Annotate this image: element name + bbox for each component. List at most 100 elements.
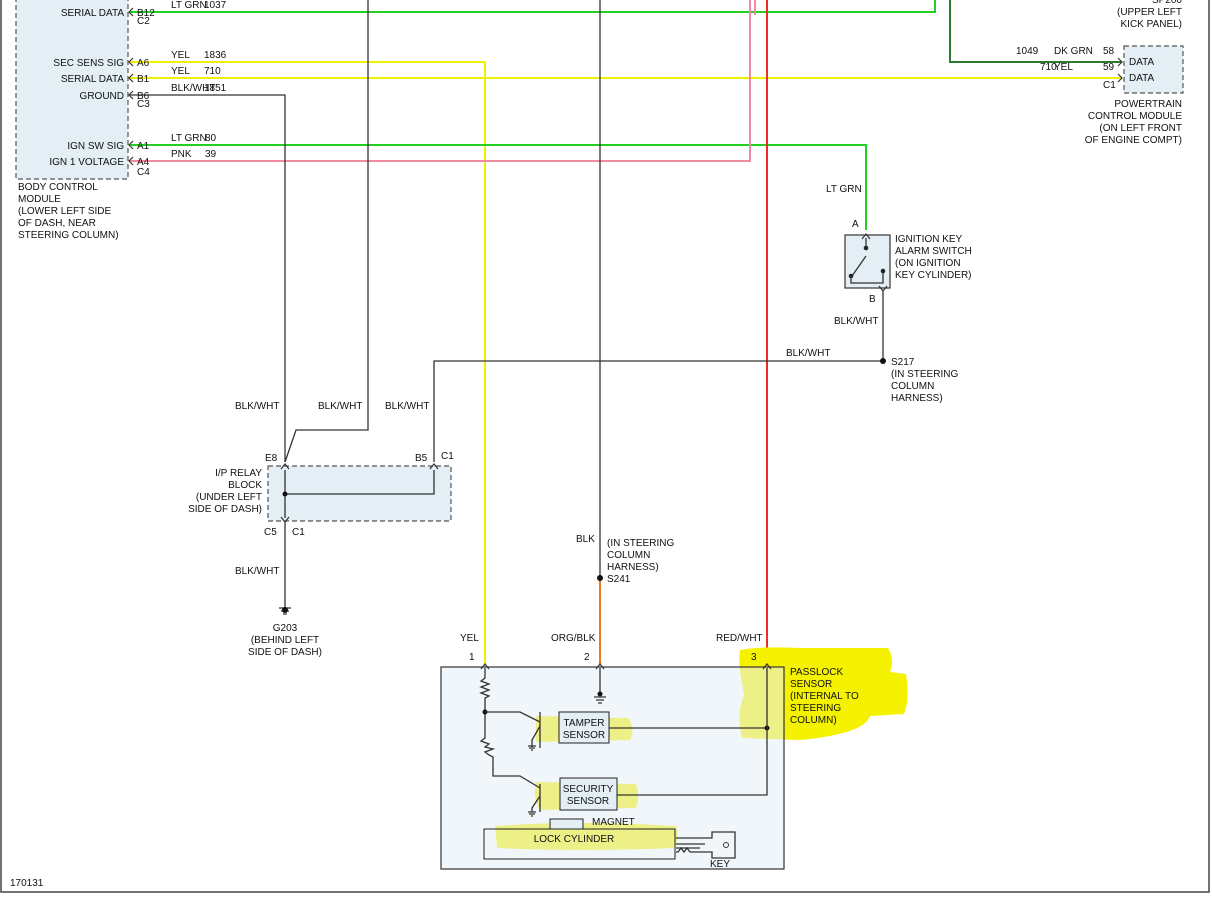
- tamper-label-line-0: TAMPER: [564, 718, 605, 729]
- s241-name: S241: [607, 574, 631, 585]
- relay-conn-c1-top: C1: [441, 451, 454, 462]
- bcm-pin-label-7: IGN 1 VOLTAGE: [49, 157, 124, 168]
- passlock-labels: YEL1ORG/BLK2RED/WHT3PASSLOCKSENSOR(INTER…: [460, 633, 859, 870]
- splice-s241: [597, 575, 603, 581]
- ign-wire-below: BLK/WHT: [834, 316, 878, 327]
- ground-desc-line-0: (BEHIND LEFT: [251, 635, 319, 646]
- pcm-desc-line-2: (ON LEFT FRONT: [1099, 123, 1182, 134]
- s241-desc-line-1: COLUMN: [607, 550, 650, 561]
- passlock-pin-3: 3: [751, 652, 757, 663]
- powertrain-control-module: [1123, 45, 1184, 94]
- bcm-connector-0: [128, 7, 134, 17]
- bcm-desc-line-0: BODY CONTROL: [18, 182, 98, 193]
- bcm-connector-4: [128, 90, 134, 100]
- ground-dot: [282, 607, 288, 613]
- relay-wire-below: BLK/WHT: [235, 566, 279, 577]
- tamper-ground: [528, 745, 536, 751]
- ign-connector-b: [878, 285, 888, 292]
- relay-desc-line-0: I/P RELAY: [215, 468, 262, 479]
- relay-conn-c1-bottom: C1: [292, 527, 305, 538]
- bcm-pin-id-4: B6: [137, 91, 150, 102]
- bcm-pin-id-2: A6: [137, 58, 150, 69]
- bcm-pin-label-6: IGN SW SIG: [67, 141, 124, 152]
- resistor-chain: [479, 668, 541, 789]
- bcm-pin-id-8: C4: [137, 167, 150, 178]
- bcm-circuit-6: 80: [205, 133, 217, 144]
- s217-desc-line-0: (IN STEERING: [891, 369, 958, 380]
- relay-pin-c5: C5: [264, 527, 277, 538]
- security-output-wire: [617, 668, 768, 796]
- s241-desc-line-2: HARNESS): [607, 562, 659, 573]
- bcm-circuit-3: 710: [204, 66, 221, 77]
- passlock-desc-line-0: PASSLOCK: [790, 667, 843, 678]
- pcm-circuit-1: 710: [1040, 62, 1057, 73]
- bcm-pin-id-3: B1: [137, 74, 150, 85]
- bcm-connector-3: [128, 73, 134, 83]
- bcm-pin-label-4: GROUND: [80, 91, 124, 102]
- ign-desc-line-3: KEY CYLINDER): [895, 270, 972, 281]
- figure-id: 170131: [10, 878, 44, 889]
- security-emitter: [531, 795, 541, 812]
- splice-s217: [880, 358, 886, 364]
- passlock-desc-line-3: STEERING: [790, 703, 841, 714]
- bcm-wire-color-4: BLK/WHT: [171, 83, 215, 94]
- pin2-ground-dot: [597, 691, 603, 697]
- passlock-wire-color-2: RED/WHT: [716, 633, 763, 644]
- pcm-connector-1: [1117, 73, 1123, 83]
- passlock-connector-2: [595, 663, 605, 670]
- bcm-pin-label-0: SERIAL DATA: [61, 8, 124, 19]
- pcm-circuit-0: 1049: [1016, 46, 1039, 57]
- body-control-module: [15, 0, 129, 180]
- passlock-wire-color-0: YEL: [460, 633, 479, 644]
- relay-connector-c5: [280, 516, 290, 523]
- switch-contact-dot-upper: [863, 245, 869, 251]
- pcm-wire-color-0: DK GRN: [1054, 46, 1093, 57]
- bcm-connector-2: [128, 57, 134, 67]
- pcm-wire-color-1: YEL: [1054, 62, 1073, 73]
- pcm-pin-label-1: DATA: [1129, 73, 1155, 84]
- pcm-pin-0: 58: [1103, 46, 1115, 57]
- bcm-connector-6: [128, 140, 134, 150]
- magnet-shape: [549, 818, 584, 830]
- pcm-desc-line-1: CONTROL MODULE: [1088, 111, 1182, 122]
- pcm-pin-label-0: DATA: [1129, 57, 1155, 68]
- ign-pin-a: A: [852, 219, 859, 230]
- ign-connector-a: [861, 233, 871, 240]
- pcm-desc-line-0: POWERTRAIN: [1114, 99, 1182, 110]
- relay-desc-line-2: (UNDER LEFT: [196, 492, 262, 503]
- security-label-line-1: SENSOR: [567, 796, 609, 807]
- wire-yel-sec-sens-sig: [130, 61, 486, 664]
- relay-wire-label-0: BLK/WHT: [235, 401, 279, 412]
- relay-desc-line-1: BLOCK: [228, 480, 262, 491]
- ign-wire-color: LT GRN: [826, 184, 862, 195]
- bcm-circuit-4: 1851: [204, 83, 227, 94]
- switch-contact-dot-right: [880, 268, 886, 274]
- bcm-circuit-2: 1836: [204, 50, 227, 61]
- bcm-connector-7: [128, 156, 134, 166]
- tamper-emitter: [531, 725, 541, 747]
- tamper-sensor-box: [558, 711, 610, 744]
- bcm-wire-color-7: PNK: [171, 149, 192, 160]
- security-sensor-box: [559, 777, 618, 811]
- bcm-wire-color-0: LT GRN: [171, 0, 207, 11]
- s241-wire: BLK: [576, 534, 595, 545]
- passlock-desc-line-4: COLUMN): [790, 715, 837, 726]
- bcm-pin-id-6: A1: [137, 141, 150, 152]
- lock-cylinder-label: LOCK CYLINDER: [534, 834, 615, 845]
- security-label-line-0: SECURITY: [563, 784, 614, 795]
- magnet-label: MAGNET: [592, 817, 635, 828]
- key-hole: [723, 842, 729, 848]
- bcm-pin-id-1: C2: [137, 16, 150, 27]
- bcm-pin-id-0: B12: [137, 8, 155, 19]
- passlock-desc-line-1: SENSOR: [790, 679, 832, 690]
- passlock-pin-2: 2: [584, 652, 590, 663]
